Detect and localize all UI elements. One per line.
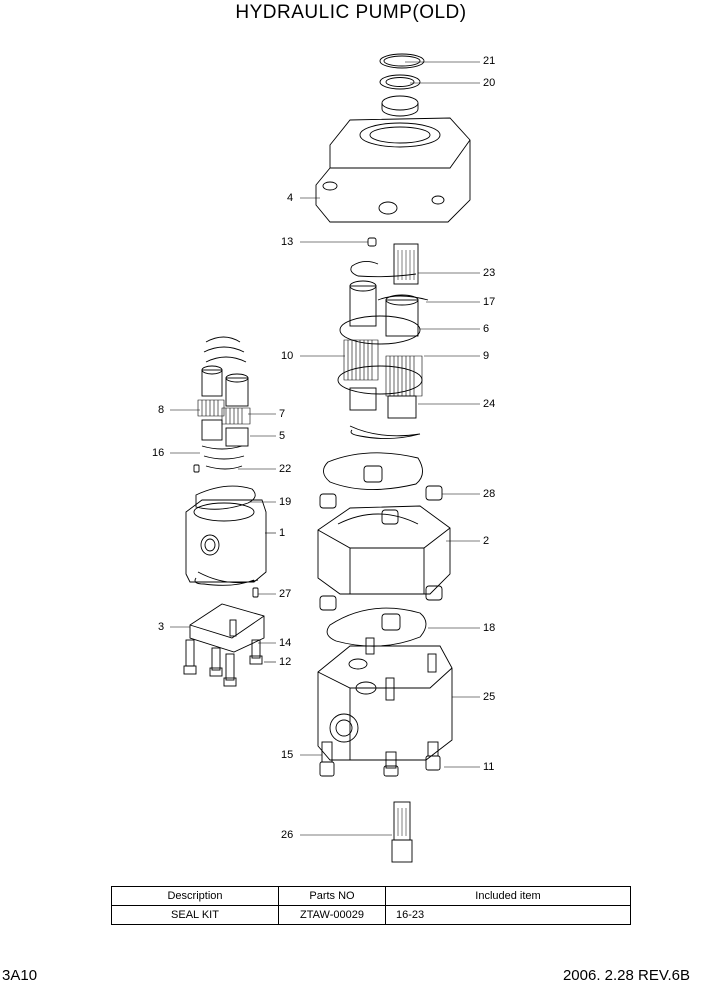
callout-6: 6: [483, 323, 490, 335]
callout-2: 2: [483, 535, 490, 547]
table-header-row: Description Parts NO Included item: [111, 886, 631, 906]
callout-27: 27: [279, 588, 292, 600]
callout-21: 21: [483, 55, 496, 67]
callout-9: 9: [483, 350, 490, 362]
callout-24: 24: [483, 398, 496, 410]
callout-1: 1: [279, 527, 286, 539]
callout-18: 18: [483, 622, 496, 634]
parts-table: Description Parts NO Included item SEAL …: [111, 886, 631, 925]
callout-4: 4: [287, 192, 294, 204]
header-included-item: Included item: [385, 886, 631, 906]
table-row: SEAL KIT ZTAW-00029 16-23: [111, 905, 631, 925]
page-title: HYDRAULIC PUMP(OLD): [235, 2, 467, 23]
header-parts-no: Parts NO: [278, 886, 386, 906]
callout-16: 16: [152, 447, 165, 459]
callout-12: 12: [279, 656, 292, 668]
callout-13: 13: [281, 236, 294, 248]
callout-8: 8: [158, 404, 165, 416]
header-description: Description: [111, 886, 279, 906]
callout-3: 3: [158, 621, 165, 633]
callout-5: 5: [279, 430, 286, 442]
callout-11: 11: [483, 761, 495, 773]
leader-lines: [170, 61, 480, 836]
callout-20: 20: [483, 77, 496, 89]
callout-17: 17: [483, 296, 496, 308]
callout-23: 23: [483, 267, 496, 279]
callout-14: 14: [279, 637, 292, 649]
callout-26: 26: [281, 829, 294, 841]
callout-10: 10: [281, 350, 294, 362]
callout-22: 22: [279, 463, 292, 475]
callout-15: 15: [281, 749, 294, 761]
callout-28: 28: [483, 488, 496, 500]
cell-description: SEAL KIT: [111, 905, 279, 925]
cell-included-item: 16-23: [385, 905, 631, 925]
page-code: 3A10: [2, 967, 38, 984]
callout-7: 7: [279, 408, 286, 420]
callout-19: 19: [279, 496, 292, 508]
callout-25: 25: [483, 691, 496, 703]
cell-parts-no: ZTAW-00029: [278, 905, 386, 925]
revision-date: 2006. 2.28 REV.6B: [562, 967, 690, 984]
